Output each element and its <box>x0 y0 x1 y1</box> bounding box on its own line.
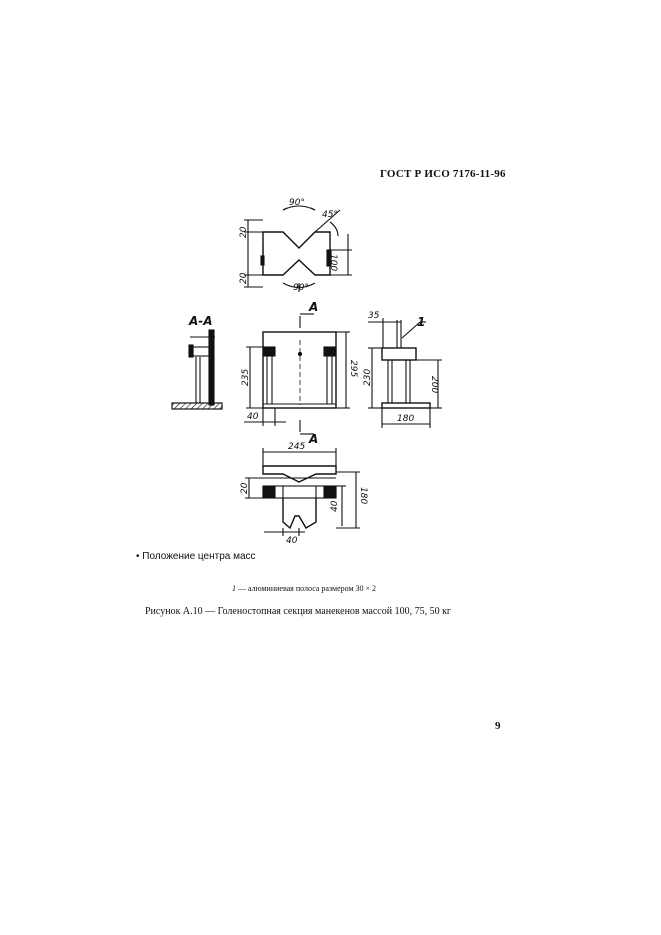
document-header: ГОСТ Р ИСО 7176-11-96 <box>380 168 506 180</box>
dim-front-40: 40 <box>247 412 259 422</box>
dim-bottom-40-v: 40 <box>330 500 340 512</box>
dim-front-295: 295 <box>348 360 358 377</box>
bottom-view <box>245 448 360 536</box>
section-view <box>171 329 223 410</box>
dim-front-235: 235 <box>241 369 251 386</box>
legend: 1 — алюминиевая полоса размером 30 × 2 <box>232 584 376 593</box>
callout-1: 1 <box>417 315 425 329</box>
dim-side-230: 230 <box>363 369 373 386</box>
page-number: 9 <box>495 720 501 732</box>
top-view <box>244 205 352 292</box>
dim-bottom-20: 20 <box>240 482 250 494</box>
dim-top-90: 90° <box>289 198 305 208</box>
dim-bottom-180: 180 <box>358 487 368 504</box>
dim-top-100: 100 <box>328 254 338 271</box>
dim-top-20a: 20 <box>239 226 249 238</box>
dim-top-20b: 20 <box>239 272 249 284</box>
dim-bottom-245: 245 <box>288 442 305 452</box>
dim-side-200: 200 <box>429 376 439 393</box>
bullet-mark: • <box>136 551 140 562</box>
legend-number: 1 <box>232 584 236 593</box>
dim-top-45: 45° <box>322 210 338 220</box>
dim-bottom-40-h: 40 <box>286 536 298 546</box>
section-label: А-А <box>188 314 213 328</box>
legend-text: — алюминиевая полоса размером 30 × 2 <box>236 584 377 593</box>
figure-caption: Рисунок А.10 — Голеностопная секция мане… <box>145 606 452 617</box>
section-mark-bottom: А <box>308 432 318 446</box>
front-view <box>244 313 350 435</box>
section-mark-top: А <box>308 300 318 314</box>
dim-side-180: 180 <box>397 414 414 424</box>
center-of-mass-text: Положение центра масс <box>142 551 256 562</box>
side-view <box>368 318 442 428</box>
center-of-mass-note: • Положение центра масс <box>136 551 256 562</box>
dim-side-35: 35 <box>368 311 380 321</box>
dim-top-90-bottom: 90° <box>293 283 309 293</box>
